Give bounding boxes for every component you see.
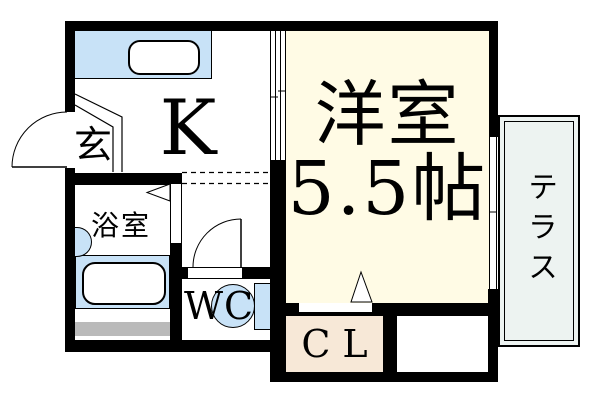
room-western: 洋室 5.5帖 (286, 31, 489, 303)
bathtub-unit (75, 255, 170, 309)
bathroom-label: 浴室 (91, 209, 152, 242)
western-room-label: 洋室 (314, 73, 461, 156)
wc-door-swing-arc (192, 218, 242, 268)
entrance-door-swing-arc (11, 111, 68, 168)
bathroom-door-swing-triangle (145, 183, 171, 202)
wall-kitchen-bottom (65, 173, 182, 185)
wall-left-upper (65, 21, 75, 112)
sliding-door-kitchen-western (270, 31, 286, 160)
wall-closet-bottom (270, 372, 498, 382)
terrace-inner-border (504, 121, 574, 341)
bathroom-step (75, 322, 170, 336)
bathroom-door (170, 183, 182, 244)
wall-closet-right (383, 316, 397, 372)
room-terrace: テラス (498, 115, 580, 347)
terrace-label: テラス (522, 171, 557, 291)
room-closet: CL (286, 316, 383, 372)
wall-bathroom-right (170, 244, 182, 340)
wall-bottom-left-block (65, 340, 286, 352)
wc-label: WC (184, 284, 255, 328)
wall-right-upper (489, 21, 498, 137)
western-room-size-label: 5.5帖 (287, 146, 488, 233)
toilet-bowl (211, 284, 255, 328)
wc-door-opening (188, 268, 242, 278)
kitchen-label: K (159, 83, 217, 172)
wall-right-lower (488, 289, 498, 382)
window-terrace (489, 137, 497, 289)
closet-opening (299, 303, 372, 312)
entrance-label: 玄 (74, 123, 113, 167)
bathtub-basin (82, 262, 166, 305)
closet-label: CL (301, 322, 380, 366)
wall-top (65, 21, 498, 31)
washbasin (75, 227, 92, 257)
kitchen-counter (75, 31, 212, 79)
kitchen-sink (128, 40, 200, 75)
wall-left-lower (65, 168, 75, 348)
